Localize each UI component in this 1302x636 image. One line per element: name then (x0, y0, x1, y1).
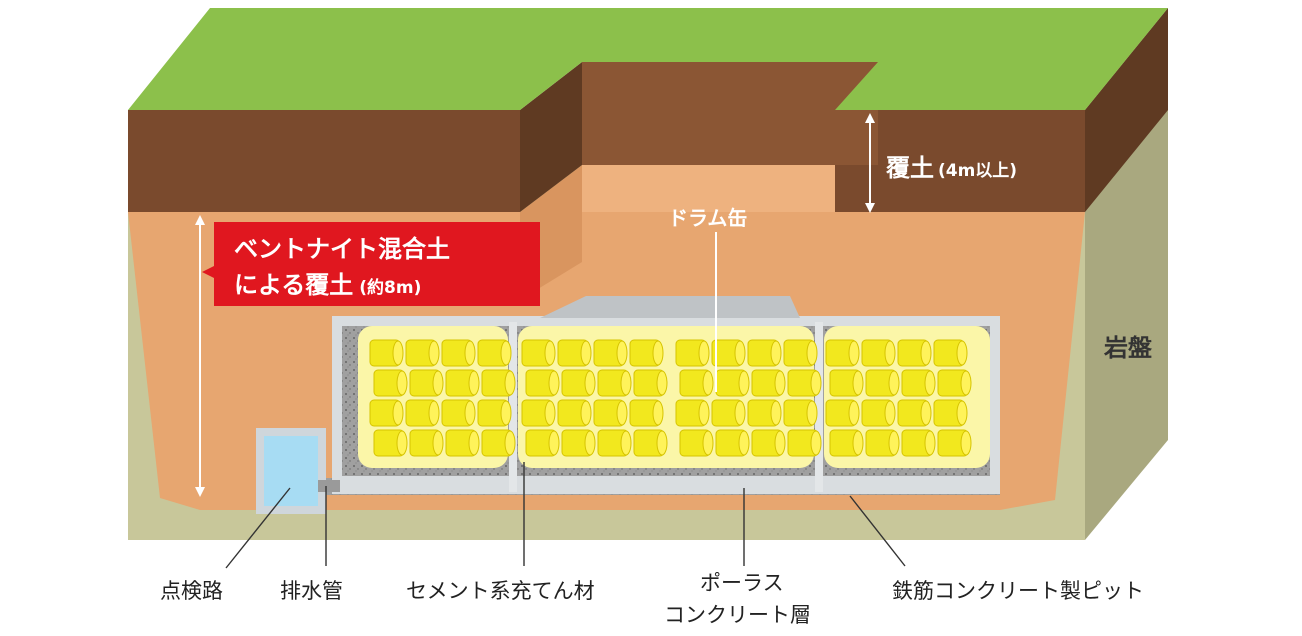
topsoil-left-front (128, 110, 520, 212)
drum-end (621, 371, 631, 395)
drain-pipe-label: 排水管 (280, 579, 343, 603)
drum-end (549, 431, 559, 455)
porous-label-line1: ポーラス (700, 571, 784, 595)
drum-end (849, 401, 859, 425)
inspection-path-label: 点検路 (160, 579, 223, 603)
drum-end (397, 371, 407, 395)
drum-end (501, 341, 511, 365)
drain-pipe (318, 480, 340, 492)
drum-end (621, 431, 631, 455)
drum-end (581, 401, 591, 425)
drum-end (771, 341, 781, 365)
drum-end (469, 431, 479, 455)
drum-end (961, 371, 971, 395)
porous-label-line2: コンクリート層 (664, 603, 811, 627)
drum-end (657, 431, 667, 455)
drum-end (885, 401, 895, 425)
drum-label: ドラム缶 (668, 206, 747, 230)
drum-end (889, 431, 899, 455)
drum-end (699, 401, 709, 425)
drum-end (703, 431, 713, 455)
bentonite-label-line1: ベントナイト混合土 (234, 235, 450, 263)
drum-end (505, 431, 515, 455)
drum-end (703, 371, 713, 395)
cement-filler-label: セメント系充てん材 (406, 579, 595, 603)
drum-end (771, 401, 781, 425)
drum-end (957, 341, 967, 365)
drum-end (393, 401, 403, 425)
drum-end (807, 401, 817, 425)
drum-end (961, 431, 971, 455)
bentonite-upper (582, 165, 835, 212)
drum-end (617, 341, 627, 365)
drum-end (807, 341, 817, 365)
drum-end (393, 341, 403, 365)
drum-end (465, 401, 475, 425)
drum-end (853, 431, 863, 455)
drum-end (849, 341, 859, 365)
drum-end (775, 431, 785, 455)
drum-end (397, 431, 407, 455)
drum-end (885, 341, 895, 365)
drum-end (739, 431, 749, 455)
drum-end (549, 371, 559, 395)
notch-back-wall (582, 62, 878, 165)
bedrock-label: 岩盤 (1103, 334, 1153, 362)
drum-end (545, 401, 555, 425)
drum-end (925, 371, 935, 395)
drum-end (433, 431, 443, 455)
drum-end (433, 371, 443, 395)
drum-end (775, 371, 785, 395)
drum-end (811, 431, 821, 455)
drum-end (653, 341, 663, 365)
drum-end (957, 401, 967, 425)
drum-end (889, 371, 899, 395)
drum-end (505, 371, 515, 395)
drum-end (699, 341, 709, 365)
drum-end (429, 341, 439, 365)
drum-end (581, 341, 591, 365)
drum-end (921, 401, 931, 425)
drum-end (739, 371, 749, 395)
drum-end (617, 401, 627, 425)
drum-end (921, 341, 931, 365)
drum-end (585, 371, 595, 395)
drum-end (735, 401, 745, 425)
drum-end (465, 341, 475, 365)
drum-end (811, 371, 821, 395)
drum-end (545, 341, 555, 365)
drum-end (469, 371, 479, 395)
inspection-path-water (264, 436, 318, 506)
drum-end (429, 401, 439, 425)
drum-end (853, 371, 863, 395)
drum-end (653, 401, 663, 425)
drum-end (657, 371, 667, 395)
rc-pit-label: 鉄筋コンクリート製ピット (892, 579, 1144, 603)
drum-end (501, 401, 511, 425)
drum-end (925, 431, 935, 455)
drum-end (735, 341, 745, 365)
drum-end (585, 431, 595, 455)
